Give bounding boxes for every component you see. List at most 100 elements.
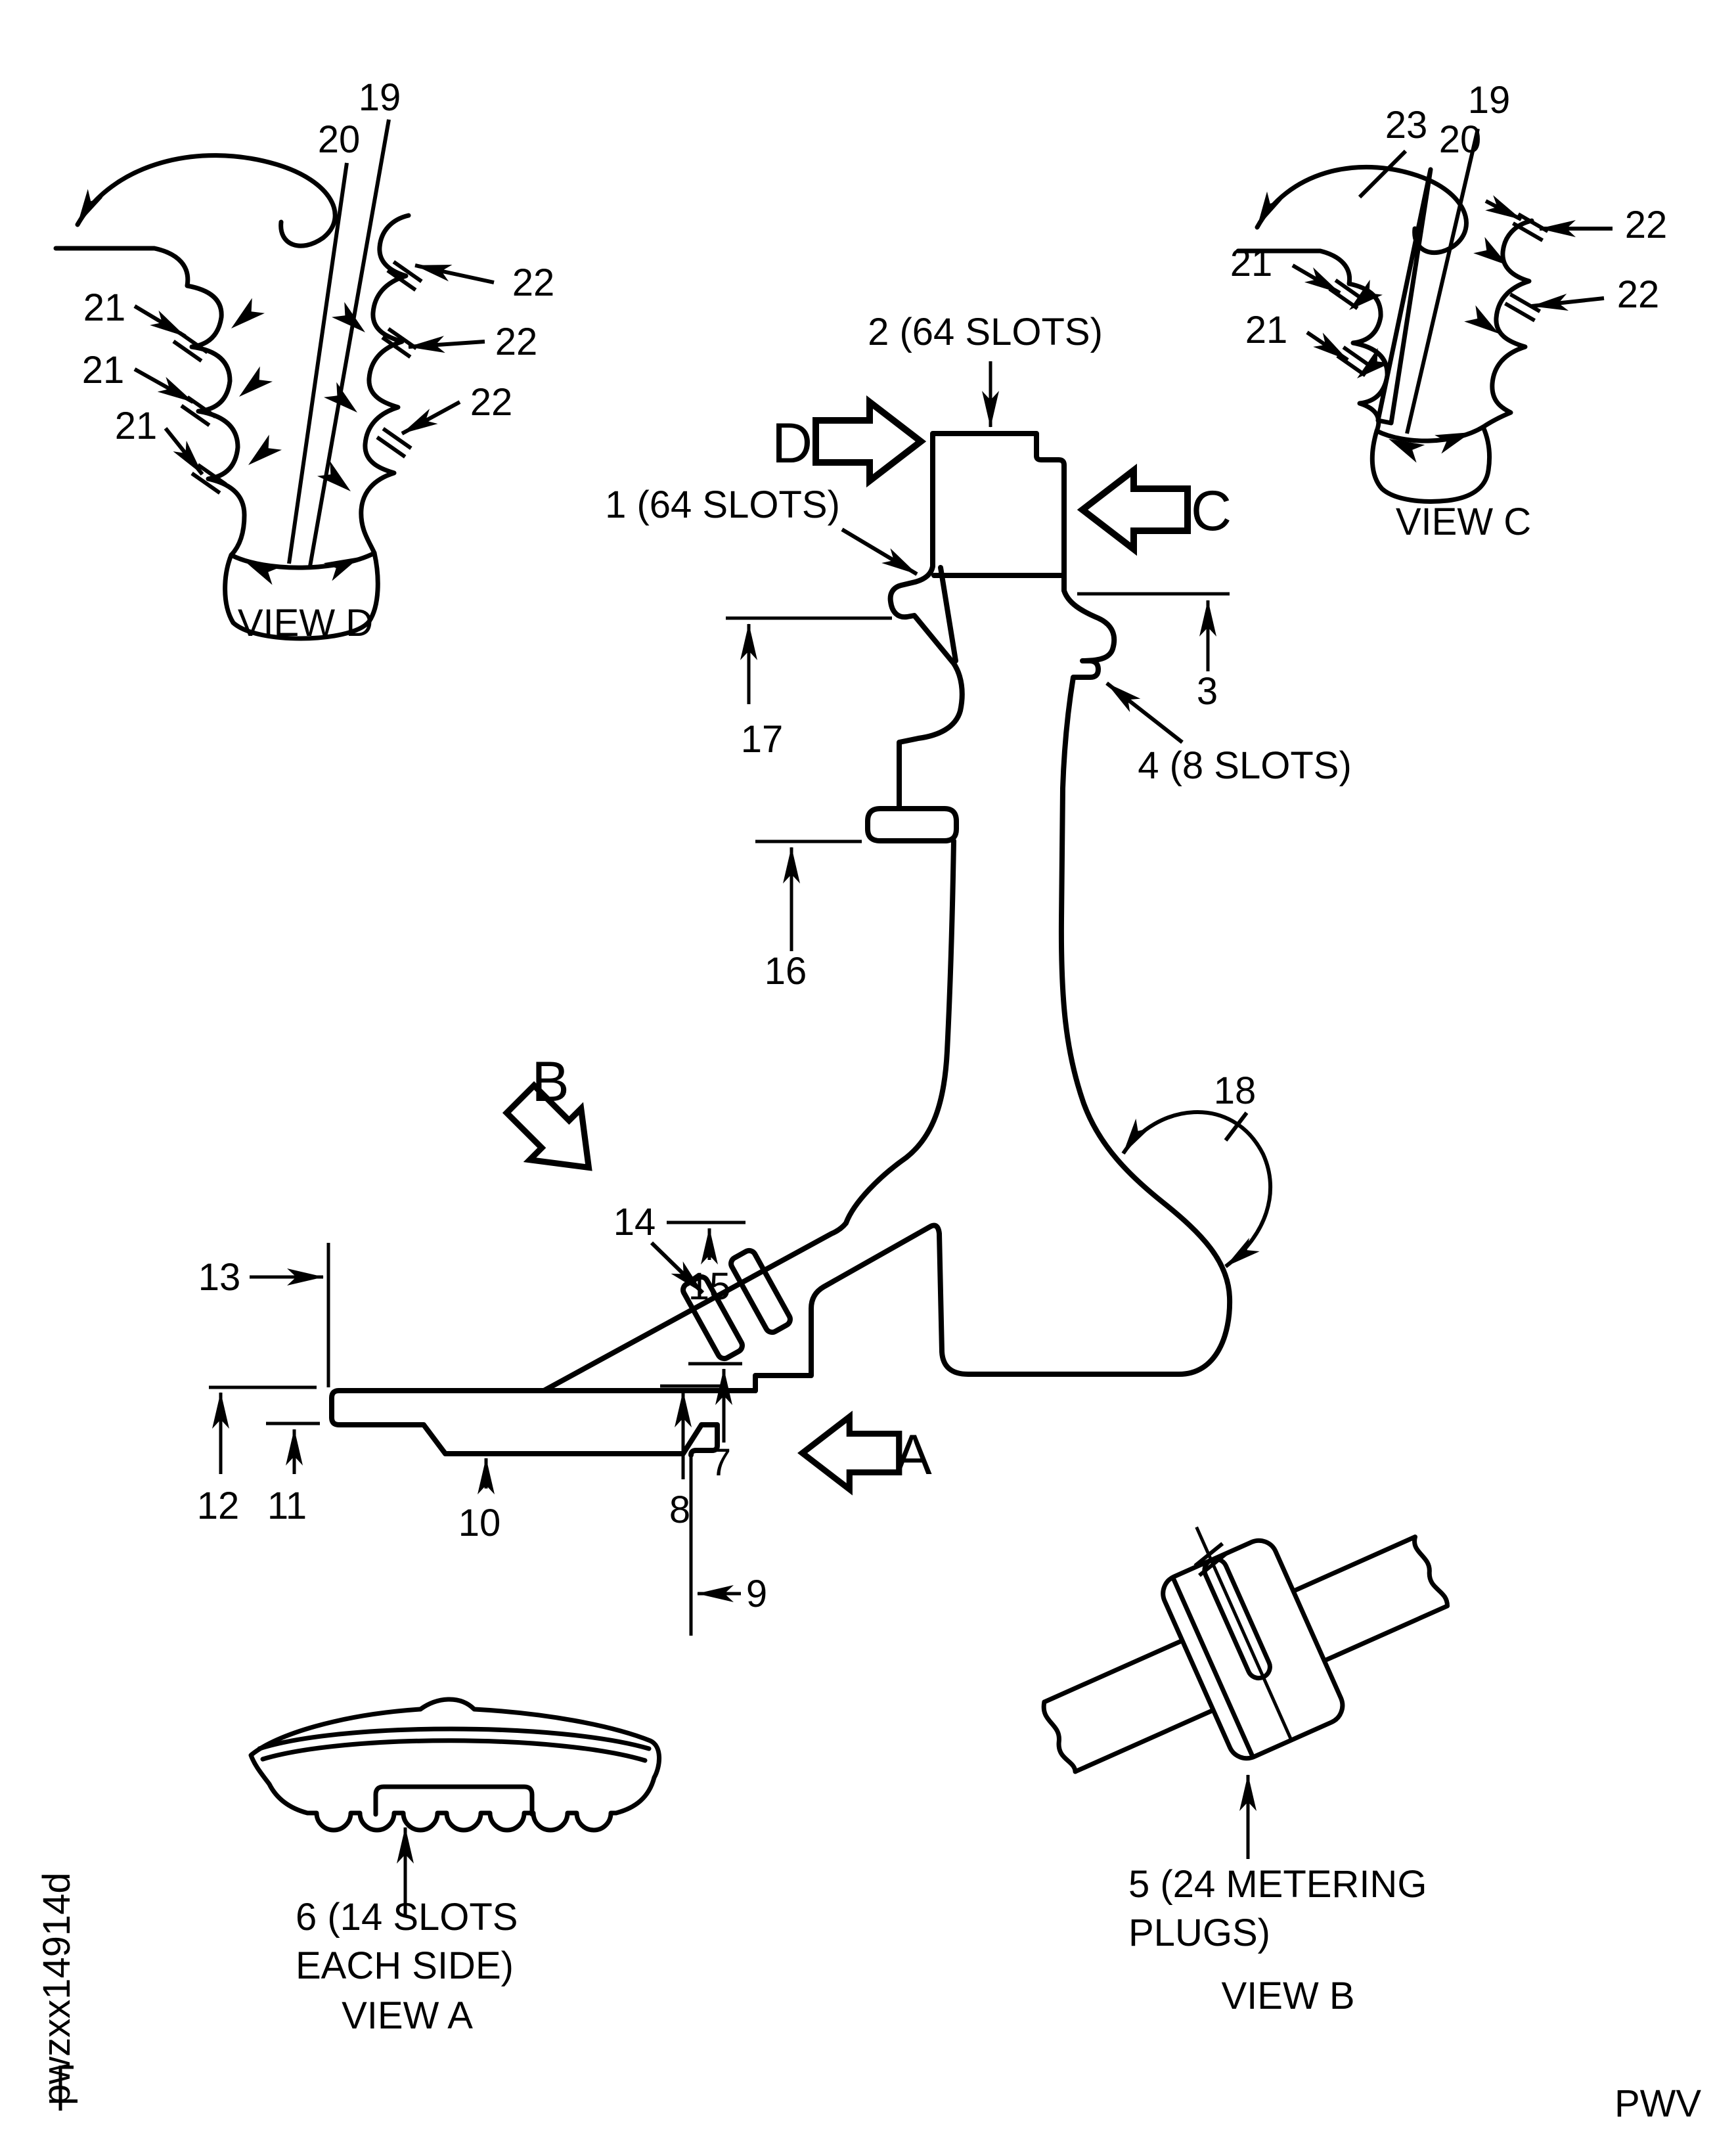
view-c-22b-leader xyxy=(1531,294,1605,311)
view-d-direction-arrow xyxy=(816,402,921,481)
view-b-tick-2 xyxy=(1198,1552,1228,1577)
view-d-label-21-1: 21 xyxy=(83,286,126,329)
footer: pwzxx14914d PWV xyxy=(35,1872,1701,2125)
contact-arrow-icon xyxy=(323,548,365,581)
view-d-22a-leader xyxy=(414,263,495,284)
view-a-direction-arrow xyxy=(803,1417,899,1489)
view-a-band-line-1 xyxy=(257,1726,652,1751)
label-16: 16 xyxy=(765,950,807,993)
view-d-label-21-2: 21 xyxy=(82,349,125,392)
view-b-callout-line2: PLUGS) xyxy=(1128,1912,1270,1954)
view-c-label-21-2: 21 xyxy=(1245,309,1288,351)
label-1: 1 (64 SLOTS) xyxy=(605,483,840,526)
lip-tab-inner-line xyxy=(938,565,958,663)
label-13: 13 xyxy=(198,1256,241,1299)
view-a: 6 (14 SLOTS EACH SIDE) VIEW A xyxy=(248,1697,662,2037)
view-c-slot-bottom xyxy=(1374,424,1486,443)
dim18-leader xyxy=(1224,1111,1249,1142)
view-b-break-right xyxy=(1412,1534,1450,1609)
label-2: 2 (64 SLOTS) xyxy=(868,311,1103,353)
view-b-break-left xyxy=(1041,1699,1078,1774)
view-b-detail xyxy=(1041,1526,1450,1774)
left-profile xyxy=(887,564,965,811)
view-c-label-23: 23 xyxy=(1385,104,1428,146)
view-d-title: VIEW D xyxy=(238,602,373,644)
label-arrow-a: A xyxy=(894,1423,932,1487)
view-b-plate-lower-right xyxy=(1323,1603,1450,1663)
view-a-callout-line1: 6 (14 SLOTS xyxy=(296,1896,518,1938)
label-14: 14 xyxy=(613,1201,656,1243)
view-b-tick-1 xyxy=(1193,1542,1224,1568)
view-d-19-line xyxy=(308,119,391,567)
view-c-title: VIEW C xyxy=(1396,501,1531,543)
view-d-platform-hook xyxy=(75,153,338,248)
dim14-leader xyxy=(650,1241,705,1295)
view-c-label-19: 19 xyxy=(1468,79,1511,122)
label-8: 8 xyxy=(669,1489,690,1531)
dim1-leader xyxy=(841,527,918,576)
view-d-22c-leader xyxy=(401,400,461,436)
label-15: 15 xyxy=(688,1265,731,1308)
view-d-right-firtree xyxy=(359,213,411,556)
view-c-platform-hook xyxy=(1255,164,1469,255)
view-d-label-22-3: 22 xyxy=(470,381,513,424)
view-c-right-firtree xyxy=(1480,218,1534,430)
view-a-callout-line2: EACH SIDE) xyxy=(296,1944,514,1987)
view-d-left-firtree xyxy=(53,246,380,641)
view-d-label-19: 19 xyxy=(359,76,401,119)
web-left-edge xyxy=(541,838,956,1393)
view-d-label-21-3: 21 xyxy=(115,405,158,447)
lower-flange xyxy=(329,1388,758,1458)
view-c-21a-leader xyxy=(1291,263,1341,295)
label-9: 9 xyxy=(746,1573,767,1615)
view-a-band-line-2 xyxy=(260,1738,648,1763)
contact-arrow-icon xyxy=(240,552,281,585)
view-c-label-20: 20 xyxy=(1439,118,1482,161)
view-b-plate-lower-left xyxy=(1073,1708,1214,1774)
label-10: 10 xyxy=(458,1502,501,1544)
view-b-strap-inner-line xyxy=(1171,1577,1255,1757)
contact-arrow-icon xyxy=(225,298,265,336)
view-a-title: VIEW A xyxy=(342,1994,473,2037)
contact-arrow-icon xyxy=(323,382,364,420)
view-d-21a-leader xyxy=(133,304,187,338)
view-d-slot-bottom xyxy=(229,550,377,570)
snap-strip-2 xyxy=(728,1247,793,1335)
label-arrow-c: C xyxy=(1191,480,1232,543)
view-b: 5 (24 METERING PLUGS) VIEW B xyxy=(1041,1526,1450,2017)
view-b-strap xyxy=(1161,1538,1345,1761)
view-c-19-line xyxy=(1405,128,1480,434)
view-c: 23 20 19 21 21 22 22 VIEW C xyxy=(1230,79,1668,543)
figure-code: pwzxx14914d xyxy=(35,1872,78,2105)
right-profile xyxy=(753,588,1233,1393)
view-c-direction-arrow xyxy=(1082,470,1188,549)
label-4: 4 (8 SLOTS) xyxy=(1138,744,1352,787)
view-c-label-22-1: 22 xyxy=(1625,204,1668,246)
label-7: 7 xyxy=(710,1441,731,1484)
label-arrow-d: D xyxy=(772,412,812,475)
view-d: 19 20 21 21 21 22 22 22 VIEW D xyxy=(53,76,554,644)
label-3: 3 xyxy=(1197,670,1218,713)
label-17: 17 xyxy=(741,718,784,761)
rim-block xyxy=(930,431,1067,593)
view-c-label-21-1: 21 xyxy=(1230,242,1273,284)
dim4-leader xyxy=(1105,681,1184,744)
view-d-tick-22c xyxy=(376,427,412,459)
view-b-callout-line1: 5 (24 METERING xyxy=(1128,1863,1427,1906)
view-c-21b-leader xyxy=(1306,330,1349,362)
main-cross-section: 2 (64 SLOTS) 1 (64 SLOTS) D C 3 4 (8 SLO… xyxy=(197,311,1352,1636)
view-b-plate-upper-right xyxy=(1292,1534,1417,1593)
label-11: 11 xyxy=(267,1485,307,1527)
view-c-top-contact-leader xyxy=(1484,195,1523,221)
view-d-21c-leader xyxy=(164,427,204,476)
publisher-code: PWV xyxy=(1614,2082,1701,2125)
figure-code-bracket xyxy=(58,2065,74,2111)
contact-arrow-icon xyxy=(242,434,282,473)
view-d-22b-leader xyxy=(408,336,485,353)
view-a-rim-segment xyxy=(248,1697,662,1833)
view-a-center-tab xyxy=(373,1784,535,1817)
step-16-tab xyxy=(865,806,959,843)
label-18: 18 xyxy=(1214,1069,1257,1112)
